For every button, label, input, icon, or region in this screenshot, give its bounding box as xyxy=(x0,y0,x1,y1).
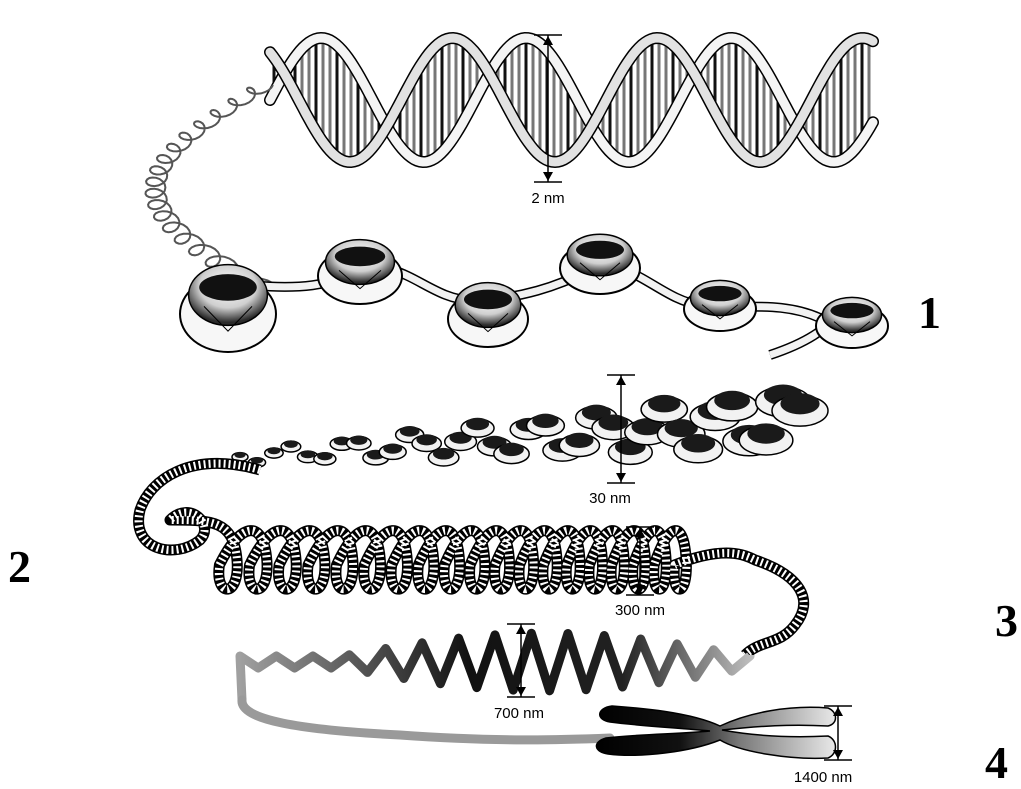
label-2nm: 2 nm xyxy=(531,190,564,207)
label-700nm: 700 nm xyxy=(494,705,544,722)
chromosome xyxy=(596,706,835,758)
stage-label-2: 2 xyxy=(8,541,31,592)
nucleosome-string xyxy=(180,234,888,355)
label-30nm: 30 nm xyxy=(589,490,631,507)
dna-double-helix xyxy=(270,38,873,162)
chromatin-fiber xyxy=(232,385,828,468)
label-1400nm: 1400 nm xyxy=(794,769,852,786)
label-300nm: 300 nm xyxy=(615,602,665,619)
stage-label-3: 3 xyxy=(995,595,1018,646)
coiled-dna-strand xyxy=(146,85,279,290)
looped-domains xyxy=(139,464,804,655)
stage-label-1: 1 xyxy=(918,287,941,338)
stage-label-4: 4 xyxy=(985,737,1008,788)
